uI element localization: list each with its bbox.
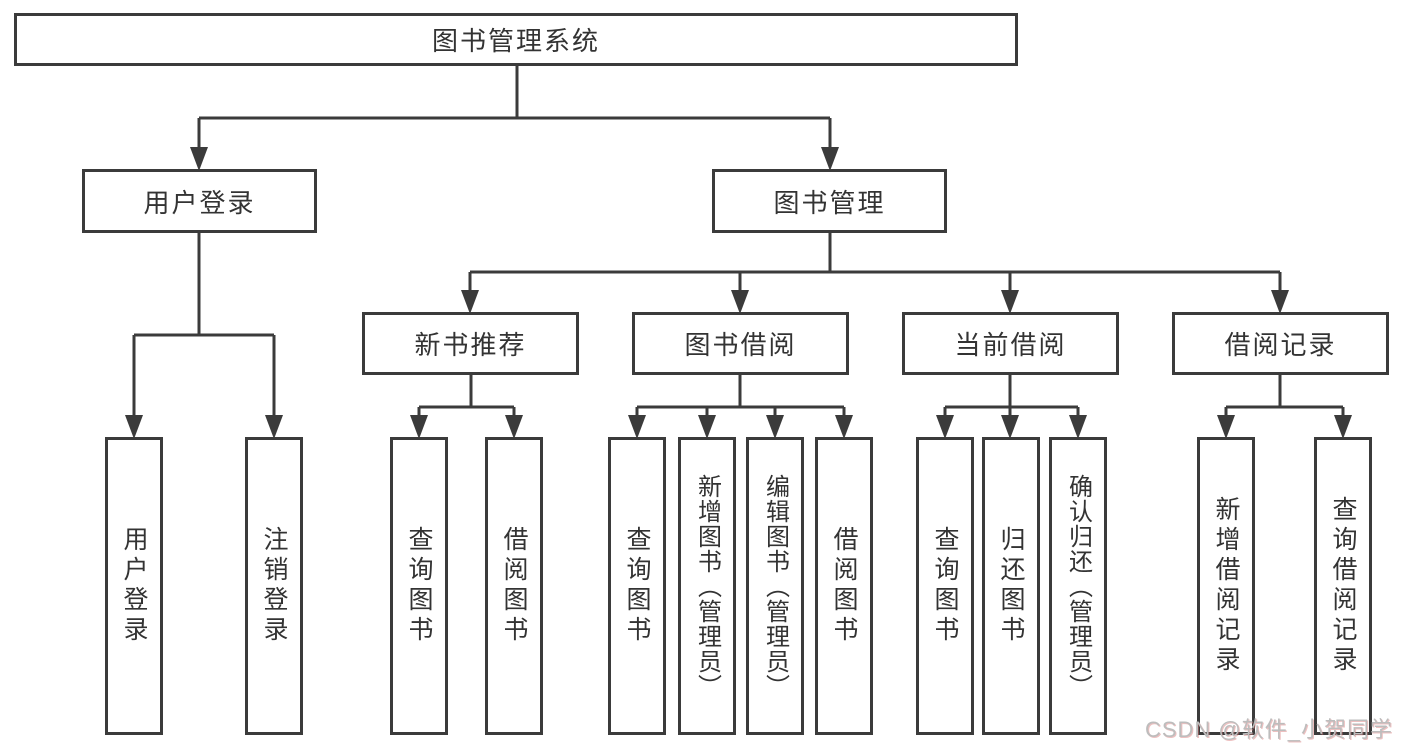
leaf-borrow-books-borrowing: 借阅图书 <box>815 437 873 735</box>
node-user-login: 用户登录 <box>82 169 317 233</box>
leaf-confirm-return-admin: 确认归还（管理员） <box>1049 437 1107 735</box>
node-new-book-recommendation: 新书推荐 <box>362 312 579 375</box>
watermark-text: CSDN @软件_小贺同学 <box>1144 717 1393 742</box>
leaf-query-books-recommend: 查询图书 <box>390 437 448 735</box>
leaf-query-books-borrowing: 查询图书 <box>608 437 666 735</box>
leaf-query-borrow-record: 查询借阅记录 <box>1314 437 1372 735</box>
node-current-borrowing: 当前借阅 <box>902 312 1119 375</box>
leaf-edit-book-admin: 编辑图书（管理员） <box>746 437 804 735</box>
leaf-query-books-current: 查询图书 <box>916 437 974 735</box>
leaf-borrow-books-recommend: 借阅图书 <box>485 437 543 735</box>
leaf-return-books: 归还图书 <box>982 437 1040 735</box>
node-borrowing-records: 借阅记录 <box>1172 312 1389 375</box>
node-library-system: 图书管理系统 <box>14 13 1018 66</box>
node-book-management: 图书管理 <box>712 169 947 233</box>
leaf-user-login: 用户登录 <box>105 437 163 735</box>
node-book-borrowing: 图书借阅 <box>632 312 849 375</box>
leaf-add-borrow-record: 新增借阅记录 <box>1197 437 1255 735</box>
leaf-add-book-admin: 新增图书（管理员） <box>678 437 736 735</box>
leaf-logout: 注销登录 <box>245 437 303 735</box>
